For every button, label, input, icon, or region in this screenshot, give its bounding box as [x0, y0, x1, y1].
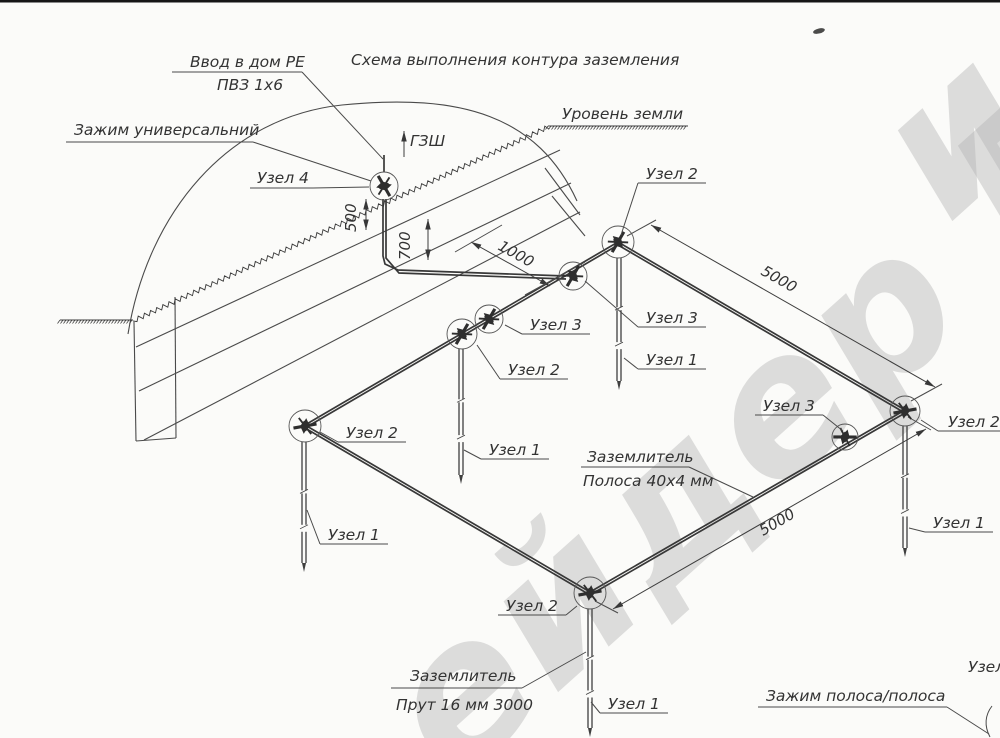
scan-smudge	[813, 28, 825, 34]
clamp-icon	[474, 305, 504, 333]
ground-rod	[900, 426, 910, 557]
label-gzsh: ГЗШ	[410, 132, 446, 150]
label-node3-a: Узел 3	[530, 316, 582, 334]
connection-node	[558, 261, 588, 291]
node-markers	[288, 171, 921, 610]
label-rod-line1: Заземлитель	[410, 667, 517, 685]
ground-rod	[299, 442, 309, 572]
node-circle	[573, 576, 607, 610]
label-strip-line1: Заземлитель	[587, 448, 694, 466]
label-node2-bottom: Узел 2	[506, 597, 558, 615]
hatch-ticks	[57, 319, 133, 324]
label-node1-right-rod: Узел 1	[933, 514, 985, 532]
connection-node	[573, 576, 607, 610]
label-strip-line2: Полоса 40х4 мм	[583, 472, 714, 490]
label-ground-level: Уровень земли	[562, 105, 683, 123]
leader-lines	[66, 71, 1000, 738]
label-node1-mid-rod: Узел 1	[489, 441, 541, 459]
label-node2-right: Узел 2	[948, 413, 1000, 431]
label-node2-top: Узел 2	[646, 165, 698, 183]
node-circle	[474, 304, 504, 334]
ground-rods	[299, 258, 910, 737]
connection-node	[889, 395, 921, 427]
label-node3-b: Узел 3	[646, 309, 698, 327]
label-strip-strip-clamp: Зажим полоса/полоса	[766, 687, 945, 705]
label-node1-top-rod: Узел 1	[646, 351, 698, 369]
node-circle	[446, 318, 478, 350]
label-node3-right: Узел 3	[763, 397, 815, 415]
label-node2-left: Узел 2	[346, 424, 398, 442]
dim-500: 500	[342, 203, 360, 232]
ground-rod	[585, 609, 595, 737]
ground-rod	[614, 258, 624, 390]
clamp-icon	[374, 174, 394, 198]
hatch-saw	[132, 125, 550, 323]
node-circle	[889, 395, 921, 427]
node-circle	[601, 225, 635, 259]
text-labels: Схема выполнения контура заземления Ввод…	[74, 51, 1000, 714]
ground-rod	[456, 349, 466, 484]
label-node-partial: Узел	[968, 658, 1000, 676]
node-circle	[288, 409, 322, 443]
house-outline	[127, 101, 586, 442]
hatch-ticks	[545, 125, 687, 130]
label-entry-line2: ПВЗ 1х6	[217, 76, 283, 94]
label-node1-bottom-rod: Узел 1	[608, 695, 660, 713]
connection-node	[830, 423, 860, 451]
ground-level-hatching	[57, 125, 688, 324]
label-entry-line1: Ввод в дом PE	[190, 53, 305, 71]
node-circle	[558, 261, 588, 291]
connection-node	[369, 171, 399, 201]
dim-700: 700	[396, 231, 414, 260]
detail-fragment	[985, 705, 993, 738]
label-node1-left-rod: Узел 1	[328, 526, 380, 544]
connection-node	[601, 225, 635, 259]
node-circle	[831, 423, 859, 451]
connection-node	[288, 409, 322, 443]
drawing-title: Схема выполнения контура заземления	[351, 51, 679, 69]
label-universal-clamp: Зажим универсальний	[74, 121, 259, 139]
scan-edge	[0, 0, 1000, 3]
node-circle	[369, 171, 399, 201]
connection-node	[446, 318, 478, 350]
dim-1000: 1000	[495, 237, 537, 271]
label-node4: Узел 4	[257, 169, 309, 187]
label-rod-line2: Прут 16 мм 3000	[396, 696, 533, 714]
label-node2-mid: Узел 2	[508, 361, 560, 379]
connection-node	[474, 304, 504, 334]
